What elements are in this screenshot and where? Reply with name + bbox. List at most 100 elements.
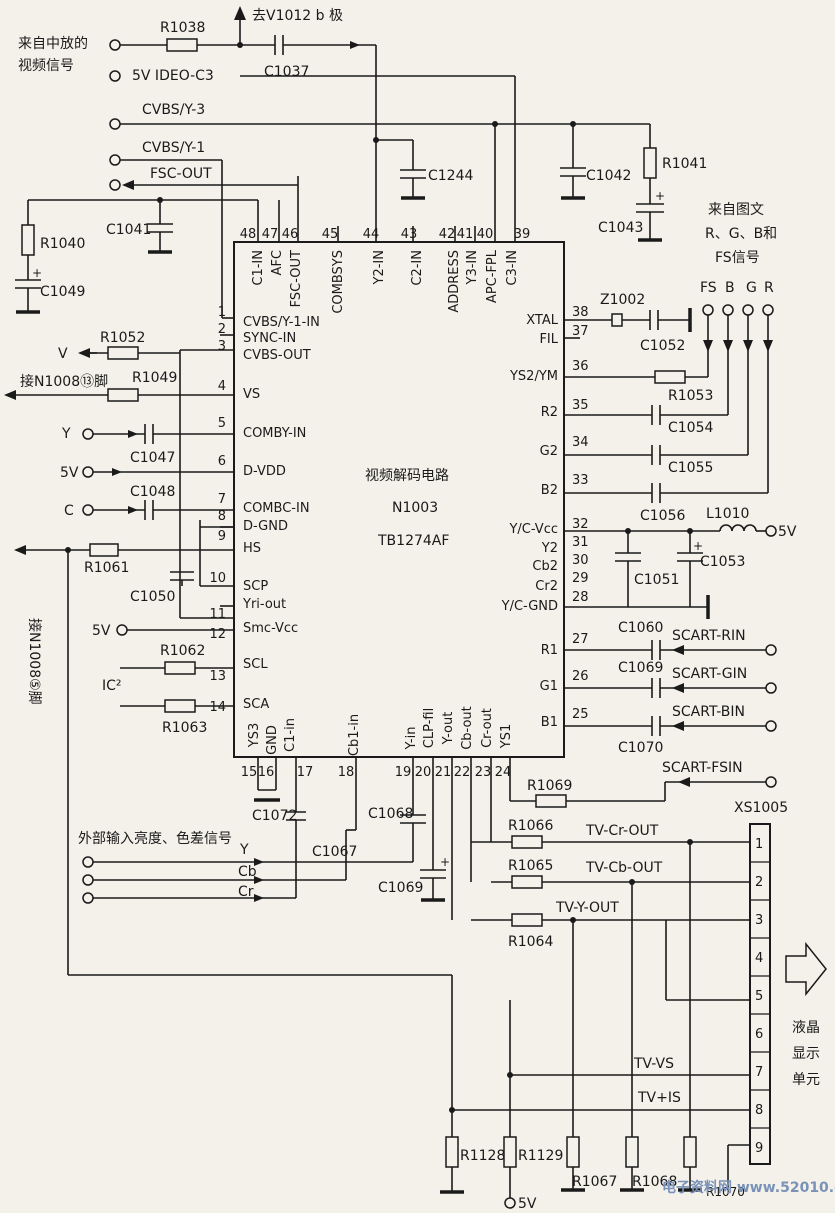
label-scart-bin: SCART-BIN — [672, 704, 745, 720]
connector-xs1005 — [749, 823, 771, 1165]
label-scart-gin: SCART-GIN — [672, 666, 747, 682]
label-r1041: R1041 — [662, 156, 707, 172]
label-r1064: R1064 — [508, 934, 553, 950]
pin-name: COMBC-IN — [243, 501, 310, 516]
terminal-scart-gin — [765, 682, 777, 694]
label-lcd-line2: 显示 — [792, 1046, 820, 1062]
pin-name: Yri-out — [242, 597, 286, 612]
pin-name: HS — [243, 541, 261, 556]
label-c1067: C1067 — [312, 844, 357, 860]
pin-name: Y-in — [404, 727, 419, 751]
resistor-r1064 — [511, 913, 543, 927]
pin-number: 24 — [495, 765, 512, 780]
label-5v-ddv: 5V — [60, 465, 79, 481]
label-r1038: R1038 — [160, 20, 205, 36]
pin-name: Smc-Vcc — [243, 621, 298, 636]
resistor-r1128 — [445, 1136, 459, 1168]
ic-top-pins: 48 47 46 45 44 43 42 41 40 39 C1-IN AFC … — [240, 227, 531, 314]
pin-number: 27 — [572, 632, 589, 647]
label-c1052: C1052 — [640, 338, 685, 354]
label-lcd-line3: 单元 — [792, 1072, 820, 1088]
pin-name: C3-IN — [505, 250, 520, 286]
pin-name: COMBY-IN — [243, 426, 306, 441]
connector-pin-number: 2 — [755, 875, 763, 890]
label-fsc-out: FSC-OUT — [150, 166, 212, 182]
pin-number: 3 — [218, 339, 226, 354]
polarity-mark: + — [32, 266, 42, 280]
pin-number: 4 — [218, 379, 226, 394]
terminal-c-in — [82, 504, 94, 516]
pin-name: C2-IN — [410, 250, 425, 286]
pin-number: 28 — [572, 590, 589, 605]
label-5v-yc: 5V — [778, 524, 797, 540]
label-teletext-line1: 来自图文 — [708, 202, 764, 218]
ic-designator: N1003 — [392, 500, 438, 516]
pin-number: 44 — [363, 227, 380, 242]
pin-name: XTAL — [526, 313, 559, 328]
pin-name: CVBS-OUT — [243, 348, 311, 363]
terminal-video-c3 — [109, 70, 121, 82]
resistor-r1049 — [107, 388, 139, 402]
pin-name: SCP — [243, 579, 268, 594]
label-r1068: R1068 — [632, 1174, 677, 1190]
terminal-fs — [702, 304, 714, 316]
ic-part-number: TB1274AF — [377, 533, 449, 549]
pin-name: Cr-out — [480, 708, 495, 748]
label-fs: FS — [700, 280, 717, 296]
label-c1037: C1037 — [264, 64, 309, 80]
connector-pin-number: 3 — [755, 913, 763, 928]
pin-name: G1 — [540, 679, 558, 694]
label-r1065: R1065 — [508, 858, 553, 874]
pin-number: 47 — [262, 227, 279, 242]
pin-number: 14 — [209, 700, 226, 715]
label-scart-rin: SCART-RIN — [672, 628, 746, 644]
label-r1067: R1067 — [572, 1174, 617, 1190]
polarity-mark: + — [440, 855, 450, 869]
pin-number: 19 — [395, 765, 412, 780]
pin-number: 11 — [209, 607, 226, 622]
terminal-5v-a — [82, 466, 94, 478]
terminal-scart-rin — [765, 644, 777, 656]
pin-number: 29 — [572, 571, 589, 586]
terminal-cvbs-y1 — [109, 154, 121, 166]
label-c1051: C1051 — [634, 572, 679, 588]
connector-pin-number: 4 — [755, 951, 763, 966]
label-5v-pullup: 5V — [518, 1196, 537, 1212]
label-r1069: R1069 — [527, 778, 572, 794]
pin-number: 21 — [435, 765, 452, 780]
label-r1070: R1070 — [706, 1185, 745, 1199]
bottom-pin-stubs — [257, 757, 511, 920]
left-pin-stubs — [220, 334, 234, 607]
pin-number: 38 — [572, 305, 589, 320]
connector-pin-number: 5 — [755, 989, 763, 1004]
label-cvbs-y3: CVBS/Y-3 — [142, 102, 205, 118]
terminal-scart-bin — [765, 720, 777, 732]
pin-name: YS3 — [247, 723, 262, 748]
label-c1048: C1048 — [130, 484, 175, 500]
pin-name: C1-in — [283, 718, 298, 752]
label-c1069-clp: C1069 — [378, 880, 423, 896]
label-r1062: R1062 — [160, 643, 205, 659]
pin-number: 5 — [218, 416, 226, 431]
label-r1129: R1129 — [518, 1148, 563, 1164]
connector-pins: 1 2 3 4 5 6 7 8 9 — [750, 837, 770, 1156]
pin-number: 7 — [218, 492, 226, 507]
label-to-n1008-13: 接N1008⑬脚 — [20, 373, 108, 390]
resistor-r1066 — [511, 835, 543, 849]
label-c1060: C1060 — [618, 620, 663, 636]
terminal-fsc-out — [109, 179, 121, 191]
terminal-b — [722, 304, 734, 316]
pin-name: GND — [265, 725, 280, 755]
resistor-r1038 — [166, 38, 198, 52]
label-y-in: Y — [61, 426, 71, 442]
pin-name: COMBSYS — [331, 250, 346, 314]
terminal-5v-d — [504, 1197, 516, 1209]
arrow-to-v1012 — [234, 6, 246, 20]
label-tv-cb-out: TV-Cb-OUT — [585, 860, 663, 876]
label-scart-fsin: SCART-FSIN — [662, 760, 743, 776]
pin-number: 33 — [572, 473, 589, 488]
pin-name: B1 — [541, 715, 558, 730]
pin-name: YS2/YM — [509, 369, 558, 384]
label-ext-y: Y — [239, 842, 249, 858]
